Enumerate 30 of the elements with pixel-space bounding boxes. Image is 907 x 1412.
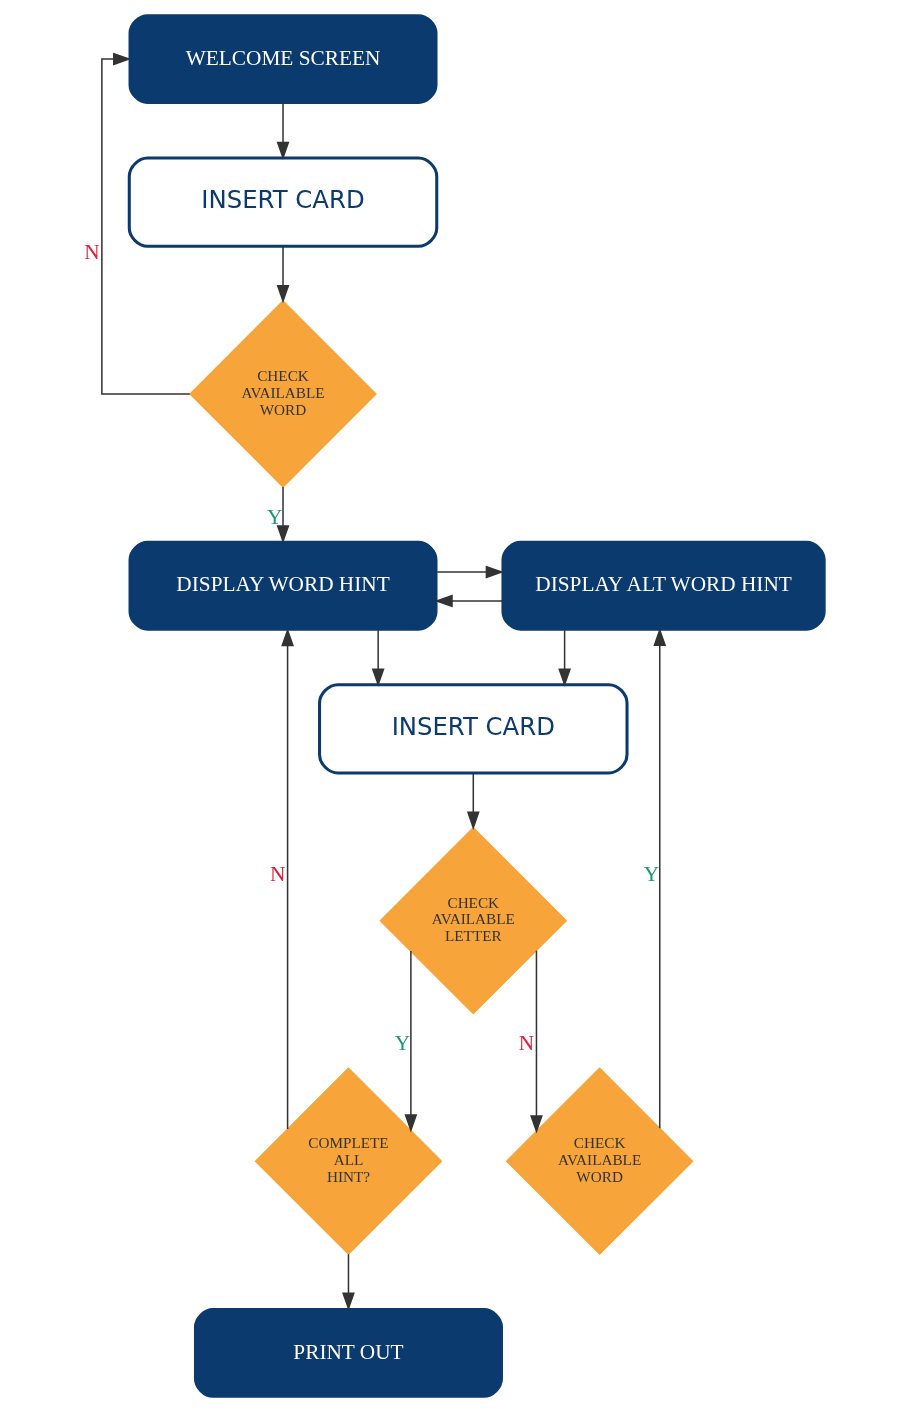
arrow: [404, 950, 418, 1133]
node-box: PRINT OUT: [193, 1308, 503, 1398]
node-diamond: COMPLETE ALL HINT?: [254, 1067, 443, 1256]
node-diamond: CHECK AVAILABLE WORD: [505, 1067, 694, 1256]
node-box: INSERT CARD: [127, 156, 439, 248]
node-diamond: CHECK AVAILABLE LETTER: [379, 826, 568, 1015]
node-box: WELCOME SCREEN: [128, 14, 438, 104]
edge-label: Y: [266, 504, 283, 529]
arrow: [371, 629, 385, 687]
edge-label: Y: [643, 861, 660, 886]
arrow: [530, 949, 543, 1134]
edge-label: N: [84, 239, 100, 264]
edge-label: Y: [394, 1031, 411, 1056]
arrow: [653, 627, 667, 1129]
arrow: [434, 594, 503, 608]
arrow: [466, 772, 480, 830]
arrow: [558, 629, 572, 687]
arrow: [276, 245, 290, 304]
edge-label: N: [269, 862, 286, 887]
arrow: [276, 486, 290, 544]
edge-label: N: [518, 1031, 535, 1056]
node-box: DISPLAY ALT WORD HINT: [501, 540, 826, 631]
arrow: [342, 1253, 355, 1311]
arrow: [276, 102, 290, 160]
arrow: [436, 565, 504, 579]
node-box: INSERT CARD: [318, 683, 629, 775]
node-box: DISPLAY WORD HINT: [128, 540, 438, 631]
node-diamond: CHECK AVAILABLE WORD: [189, 300, 377, 488]
arrow: [281, 628, 294, 1130]
arrow: [101, 52, 191, 395]
